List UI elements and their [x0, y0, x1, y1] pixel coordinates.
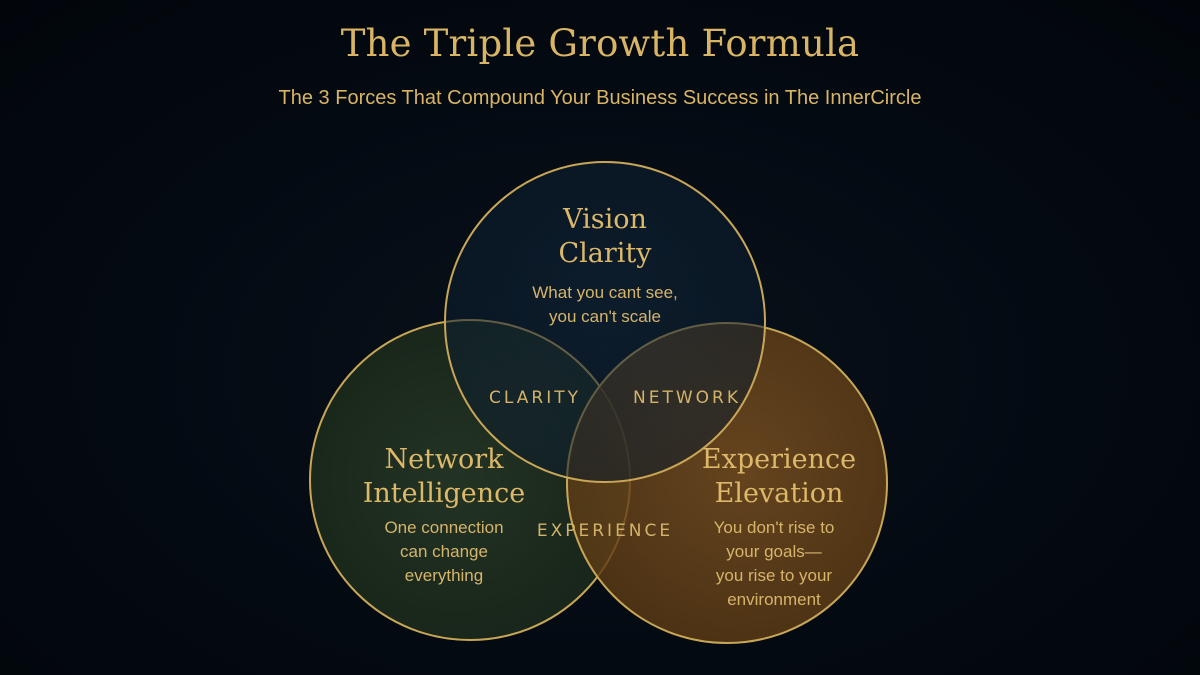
- experience-elevation-heading: Experience Elevation: [669, 443, 889, 511]
- experience-elevation-description: You don't rise to your goals— you rise t…: [684, 516, 864, 612]
- network-heading-line: Network: [384, 444, 504, 475]
- overlap-label-clarity: CLARITY: [489, 388, 581, 408]
- network-desc-line: everything: [404, 566, 484, 585]
- overlap-label-network: NETWORK: [633, 388, 741, 408]
- page-subtitle: The 3 Forces That Compound Your Business…: [278, 87, 922, 109]
- vision-desc-line: you can't scale: [549, 307, 661, 326]
- vision-clarity-circle: [444, 161, 766, 483]
- vision-clarity-description: What you cant see, you can't scale: [480, 281, 730, 329]
- page-title: The Triple Growth Formula: [340, 22, 860, 65]
- experience-desc-line: You don't rise to: [713, 518, 835, 537]
- network-desc-line: One connection: [384, 518, 504, 537]
- overlap-label-experience: EXPERIENCE: [536, 521, 674, 541]
- network-desc-line: can change: [400, 542, 488, 561]
- experience-desc-line: environment: [727, 590, 821, 609]
- experience-heading-line: Experience: [701, 444, 857, 475]
- network-intelligence-heading: Network Intelligence: [334, 443, 554, 511]
- experience-desc-line: your goals—: [726, 542, 822, 561]
- vision-clarity-heading: Vision Clarity: [505, 203, 705, 271]
- experience-heading-line: Elevation: [714, 478, 844, 509]
- experience-desc-line: you rise to your: [715, 566, 833, 585]
- network-intelligence-description: One connection can change everything: [354, 516, 534, 588]
- vision-heading-line: Vision: [563, 204, 647, 235]
- network-heading-line: Intelligence: [362, 478, 526, 509]
- vision-heading-line: Clarity: [558, 238, 652, 269]
- vision-desc-line: What you cant see,: [532, 283, 678, 302]
